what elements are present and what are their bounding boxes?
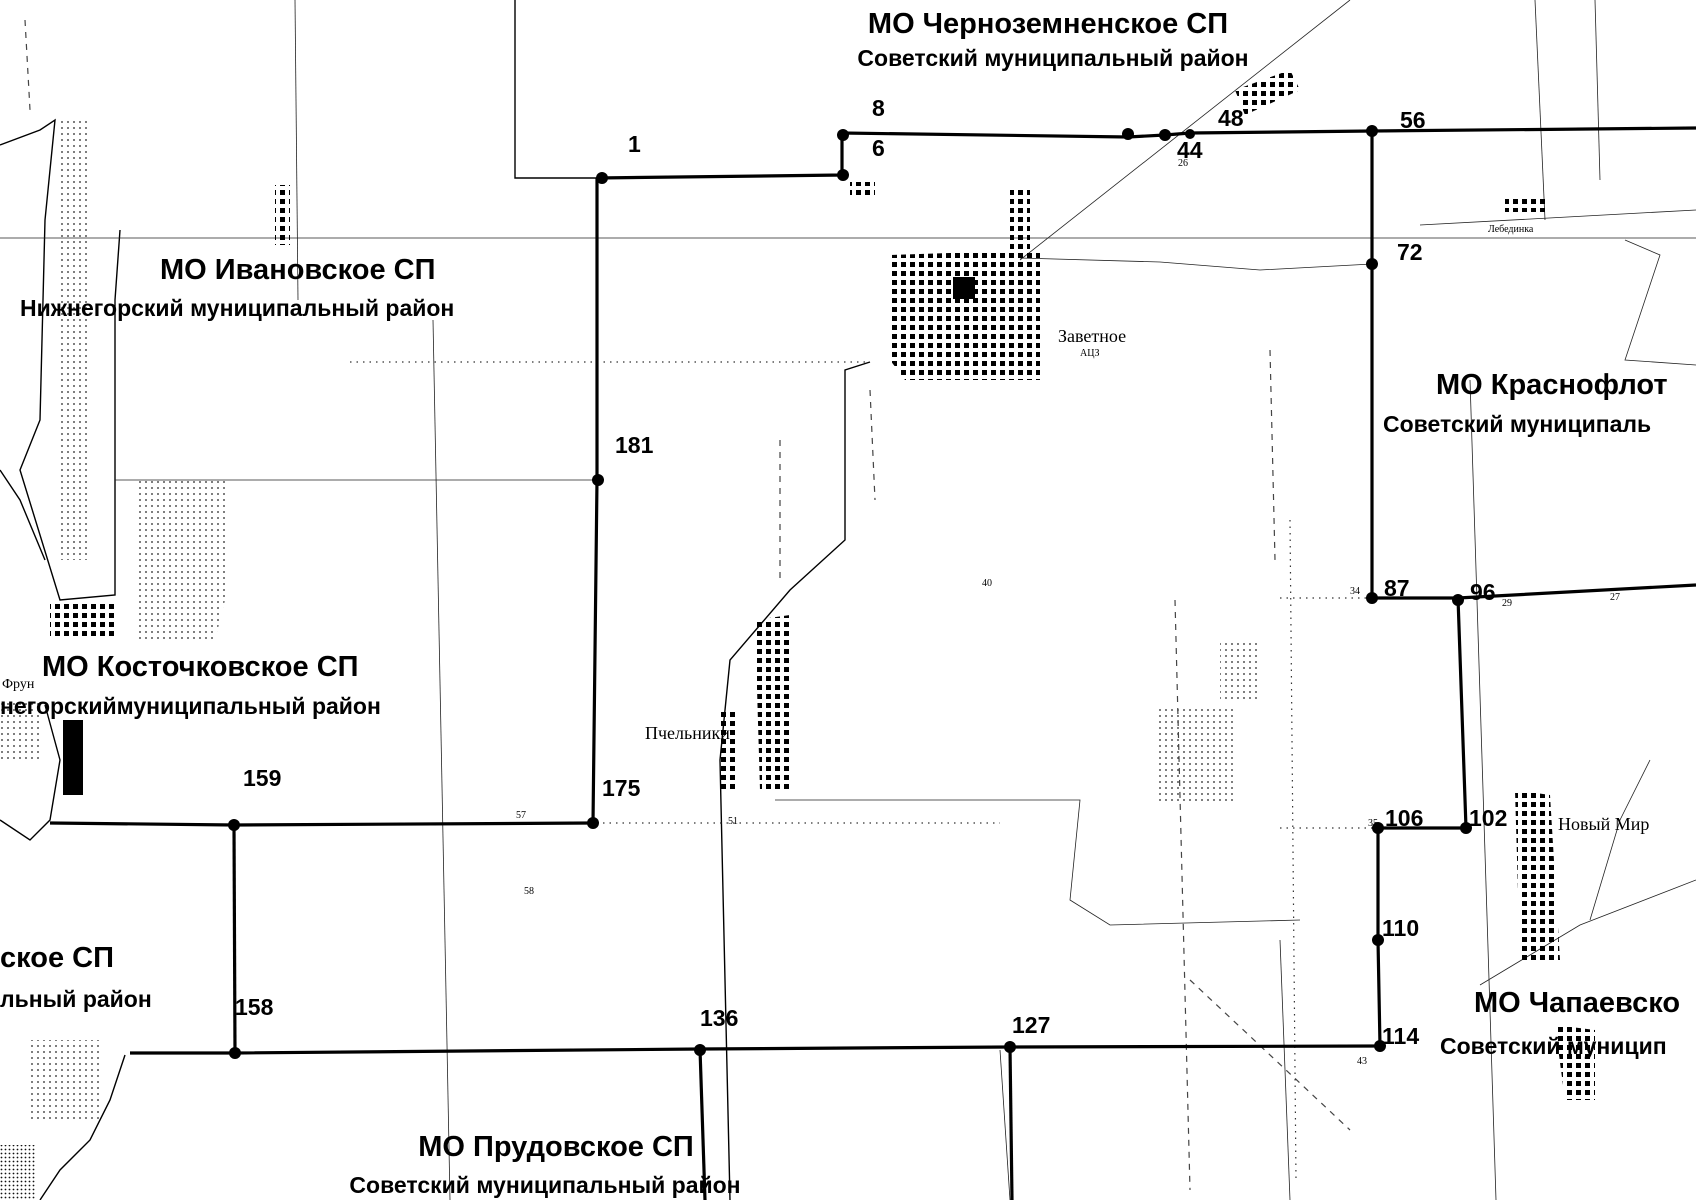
- node-label: 158: [235, 994, 274, 1020]
- settlement-name-pchelniki: Пчельники: [645, 723, 730, 743]
- node-label: 175: [602, 775, 641, 801]
- field-number: 26: [1178, 158, 1188, 169]
- node-label: 96: [1470, 579, 1496, 605]
- node-point-44[interactable]: [1159, 129, 1171, 141]
- node-point-158[interactable]: [229, 1047, 241, 1059]
- node-point-8[interactable]: [837, 129, 849, 141]
- node-label: 159: [243, 765, 281, 791]
- region-name: МО Черноземненское СП: [868, 8, 1228, 40]
- node-point-1[interactable]: [596, 172, 608, 184]
- settlement-name-novy-mir: Новый Мир: [1558, 814, 1649, 834]
- settlement-name-zavetnoe: Заветное: [1058, 326, 1126, 346]
- node-point-6[interactable]: [837, 169, 849, 181]
- field-number: 34: [1350, 586, 1360, 597]
- field-number: 51: [728, 816, 738, 827]
- node-label: 114: [1382, 1023, 1419, 1049]
- district-edge-west: [0, 118, 126, 1200]
- region-name: МО Прудовское СП: [418, 1131, 694, 1163]
- node-label: 56: [1400, 107, 1426, 133]
- node-point-136[interactable]: [694, 1044, 706, 1056]
- region-district: Советский муниципальный район: [349, 1172, 740, 1198]
- field-number: 57: [516, 810, 526, 821]
- field-number: 58: [524, 886, 534, 897]
- region-name: МО Косточковское СП: [42, 651, 358, 683]
- settlement-blocks: [0, 70, 1595, 1200]
- field-number: 43: [1357, 1056, 1367, 1067]
- settlement-name-lebedinka: Лебединка: [1488, 224, 1534, 235]
- node-point-106[interactable]: [1372, 822, 1384, 834]
- node-label: 1: [628, 131, 641, 157]
- node-point-110[interactable]: [1372, 934, 1384, 946]
- region-district: Советский муниципальный район: [857, 45, 1248, 71]
- field-number: 40: [982, 578, 992, 589]
- region-district: льный район: [0, 986, 152, 1012]
- node-point-159[interactable]: [228, 819, 240, 831]
- field-number: 27: [1610, 592, 1620, 603]
- region-name: МО Чапаевско: [1474, 987, 1680, 1019]
- node-point-181[interactable]: [592, 474, 604, 486]
- field-numbers: 40 34 29 27 57 58 51 35 43 26: [516, 158, 1620, 1067]
- field-number: 29: [1502, 598, 1512, 609]
- region-district: Нижнегорский муниципальный район: [20, 295, 454, 321]
- region-labels: МО Черноземненское СП Советский муниципа…: [0, 8, 1680, 1198]
- node-label: 72: [1397, 239, 1423, 265]
- node-label: 48: [1218, 105, 1244, 131]
- node-point-127[interactable]: [1004, 1041, 1016, 1053]
- node-label: 87: [1384, 575, 1410, 601]
- node-point-175[interactable]: [587, 817, 599, 829]
- settlement-name-atsz: АЦЗ: [1080, 348, 1099, 359]
- node-point-56[interactable]: [1366, 125, 1378, 137]
- region-name: ское СП: [0, 942, 114, 974]
- node-label: 8: [872, 95, 885, 121]
- node-label: 44: [1177, 137, 1203, 163]
- node-point-a[interactable]: [1122, 128, 1134, 140]
- node-label: 181: [615, 432, 654, 458]
- region-name: МО Ивановское СП: [160, 254, 435, 286]
- boundary-nodes: [228, 125, 1472, 1059]
- node-label: 102: [1469, 805, 1507, 831]
- node-label: 136: [700, 1005, 738, 1031]
- region-district: Советский муниципаль: [1383, 411, 1651, 437]
- node-point-114[interactable]: [1374, 1040, 1386, 1052]
- node-label: 110: [1382, 915, 1419, 941]
- node-point-72[interactable]: [1366, 258, 1378, 270]
- node-point-87[interactable]: [1366, 592, 1378, 604]
- field-number: 35: [1368, 818, 1378, 829]
- node-label: 6: [872, 135, 885, 161]
- node-point-102[interactable]: [1460, 822, 1472, 834]
- dotted-areas: [0, 120, 1260, 1120]
- node-labels: 1 8 6 44 48 56 72 181 87 96 159 175 106 …: [235, 95, 1507, 1049]
- settlement-name-frun: Фрун: [2, 677, 35, 692]
- settlement-labels: Заветное АЦЗ Пчельники Новый Мир Лебедин…: [2, 224, 1649, 834]
- region-name: МО Краснофлот: [1436, 369, 1668, 401]
- region-district: Советский муницип: [1440, 1033, 1667, 1059]
- node-label: 106: [1385, 805, 1423, 831]
- node-point-96[interactable]: [1452, 594, 1464, 606]
- node-point-48[interactable]: [1185, 129, 1195, 139]
- region-district: негорскиймуниципальный район: [0, 693, 381, 719]
- node-label: 127: [1012, 1012, 1050, 1038]
